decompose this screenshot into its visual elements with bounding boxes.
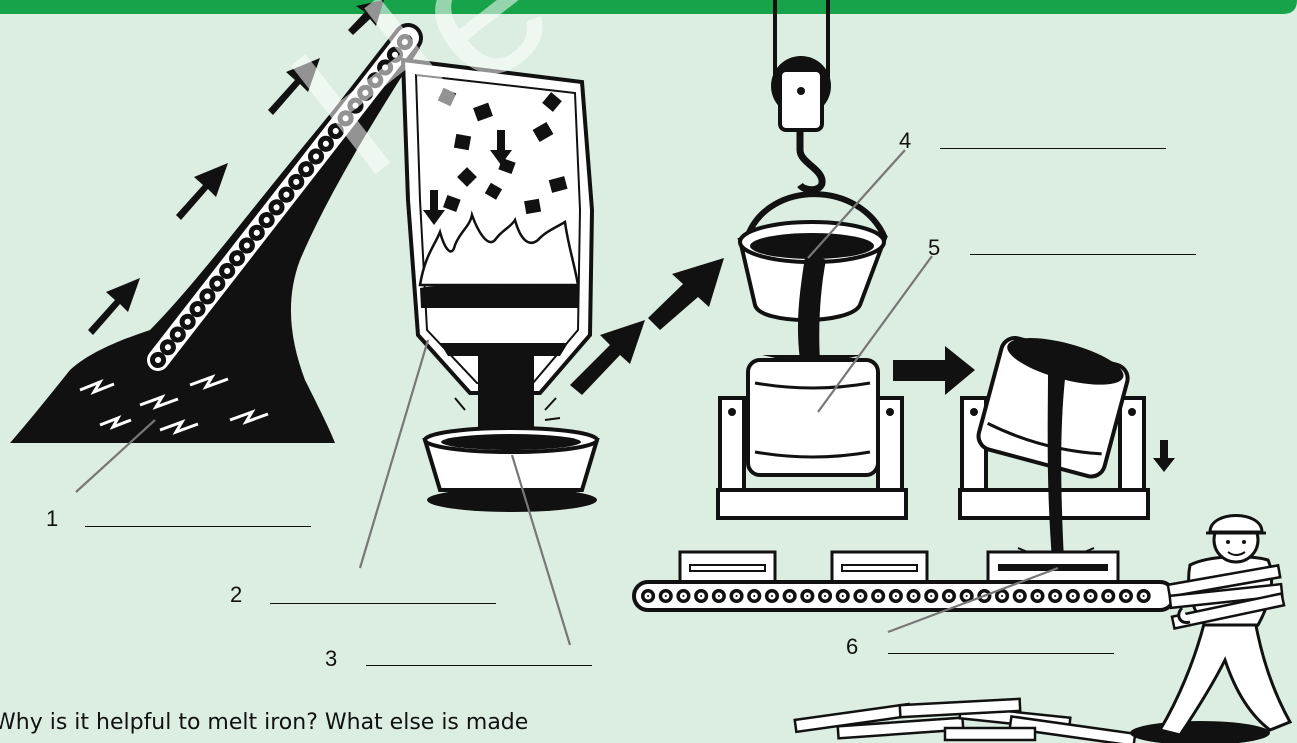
worker bbox=[1130, 516, 1290, 743]
question-text: Why is it helpful to melt iron? What els… bbox=[0, 710, 528, 735]
mould-right bbox=[960, 327, 1175, 560]
label-3: 3 bbox=[325, 646, 337, 672]
furnace bbox=[403, 60, 592, 440]
answer-blank-4[interactable] bbox=[940, 148, 1166, 149]
crane-hook bbox=[771, 0, 831, 190]
answer-blank-3[interactable] bbox=[366, 665, 592, 666]
label-4: 4 bbox=[899, 128, 911, 154]
label-6: 6 bbox=[846, 634, 858, 660]
header-band bbox=[0, 0, 1297, 14]
answer-blank-5[interactable] bbox=[970, 254, 1196, 255]
label-5: 5 bbox=[928, 235, 940, 261]
furnace-bucket bbox=[425, 428, 597, 512]
ladle bbox=[740, 194, 885, 360]
flow-arrow bbox=[570, 258, 724, 395]
answer-blank-6[interactable] bbox=[888, 653, 1114, 654]
label-2: 2 bbox=[230, 582, 242, 608]
tilt-arrow bbox=[893, 346, 975, 395]
iron-bars-pile bbox=[795, 699, 1136, 743]
label-1: 1 bbox=[46, 506, 58, 532]
answer-blank-2[interactable] bbox=[270, 603, 496, 604]
bottom-conveyor bbox=[634, 552, 1174, 610]
answer-blank-1[interactable] bbox=[85, 526, 311, 527]
mould-left bbox=[718, 355, 906, 518]
